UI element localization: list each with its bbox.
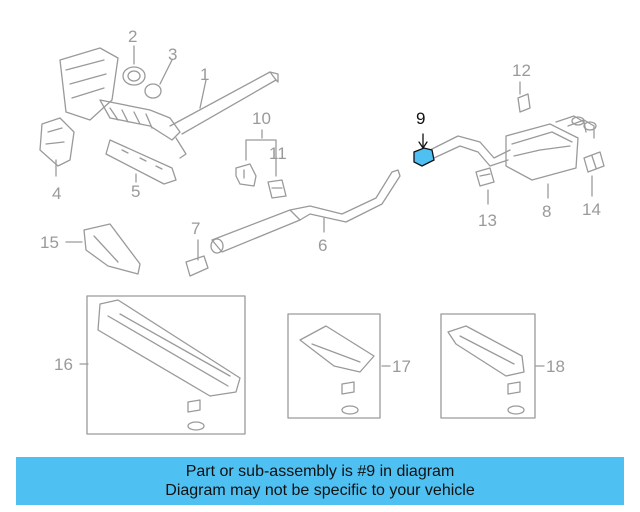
shield-fasteners-18 xyxy=(507,381,525,415)
callout-17: 17 xyxy=(392,357,411,376)
callout-5: 5 xyxy=(131,182,141,201)
info-banner: Part or sub-assembly is #9 in diagram Di… xyxy=(16,457,624,505)
callout-8: 8 xyxy=(542,202,552,221)
leader-lines xyxy=(55,45,593,367)
intermediate-pipe xyxy=(429,135,511,167)
clamp-ring xyxy=(122,66,146,86)
heat-shield-box-18 xyxy=(440,313,536,419)
catalytic-converter xyxy=(59,47,279,159)
callout-14: 14 xyxy=(582,200,601,219)
rear-muffler xyxy=(505,115,597,181)
hanger-bracket xyxy=(235,163,257,187)
callout-6: 6 xyxy=(318,236,328,255)
callout-18: 18 xyxy=(546,357,565,376)
heat-shield-box-17 xyxy=(287,313,381,419)
callout-2: 2 xyxy=(128,27,138,46)
rear-heat-shield xyxy=(447,325,525,377)
long-heat-shield xyxy=(97,299,241,397)
muffler-bracket xyxy=(517,93,531,113)
front-muffler-pipe xyxy=(210,169,401,254)
rubber-hanger xyxy=(267,179,287,199)
banner-line-1: Part or sub-assembly is #9 in diagram xyxy=(185,463,455,480)
callout-16: 16 xyxy=(54,355,73,374)
callout-3: 3 xyxy=(168,45,178,64)
tail-insert xyxy=(583,151,605,173)
callout-13: 13 xyxy=(478,211,497,230)
part-9-highlight xyxy=(413,147,435,167)
heat-shield-box-16 xyxy=(86,295,246,435)
callout-4: 4 xyxy=(52,184,62,203)
callout-15: 15 xyxy=(40,233,59,252)
banner-line-2: Diagram may not be specific to your vehi… xyxy=(165,482,475,499)
shield-fasteners-17 xyxy=(341,381,359,415)
rear-hanger xyxy=(475,167,495,187)
callout-11: 11 xyxy=(269,144,287,163)
pipe-clamp xyxy=(185,255,209,277)
callout-7: 7 xyxy=(191,219,201,238)
mid-heat-shield xyxy=(299,325,375,373)
callout-10: 10 xyxy=(252,109,271,128)
flange-gasket xyxy=(105,139,177,185)
heat-shield-small xyxy=(39,117,75,167)
shield-fasteners-16 xyxy=(187,399,205,431)
callout-9: 9 xyxy=(416,109,426,128)
callout-1: 1 xyxy=(200,65,210,84)
exhaust-system-diagram xyxy=(39,45,605,435)
heat-shield-front xyxy=(83,223,141,275)
callout-12: 12 xyxy=(512,61,531,80)
gasket-ring xyxy=(144,83,162,99)
